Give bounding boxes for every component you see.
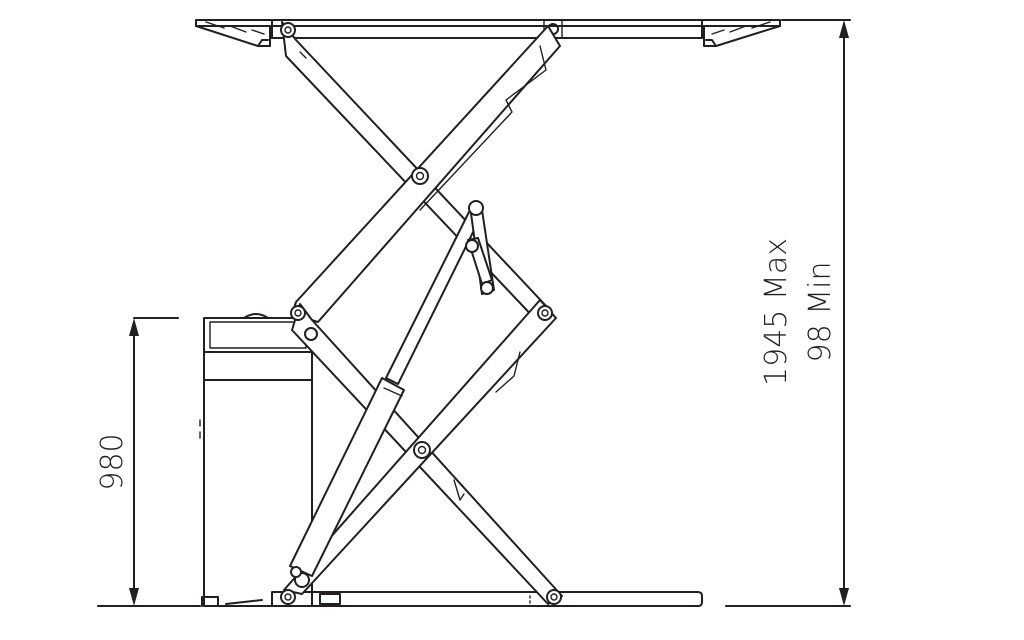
pivot-cylinder-bottom: [290, 566, 310, 588]
dimension-right-max-label: 1945 Max: [759, 238, 794, 386]
pivot-center-lower: [413, 441, 431, 459]
base-frame: [201, 591, 703, 607]
pivot-cylinder-top: [465, 200, 494, 295]
dimension-left-label: 980: [95, 433, 130, 490]
dimension-left: 980: [95, 317, 179, 606]
pivot-middle-right: [537, 305, 553, 321]
pivot-top-left: [280, 22, 296, 38]
power-unit-cabinet: [199, 313, 313, 607]
pivot-bottom-right: [546, 589, 562, 605]
top-platform: [195, 19, 781, 47]
dimension-right: 1945 Max 98 Min: [759, 19, 851, 606]
pivot-joints: [280, 22, 562, 605]
pivot-center-upper: [411, 167, 429, 185]
dimension-right-min-label: 98 Min: [803, 262, 838, 363]
pivot-middle-left: [290, 305, 318, 341]
hydraulic-cylinder: [289, 205, 495, 577]
pivot-bottom-left: [280, 589, 296, 605]
